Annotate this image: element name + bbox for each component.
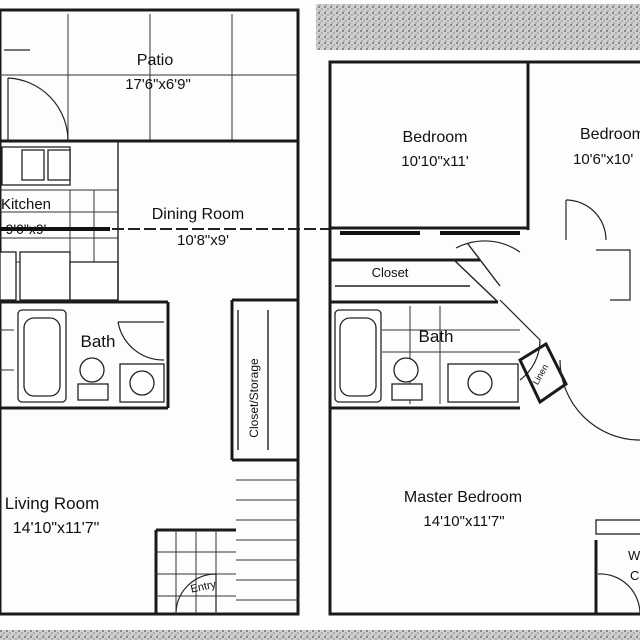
dining-room-size: 10'8"x9' [177,232,229,249]
walk-in-closet-label-2: C [630,568,639,583]
walk-in-closet-label-1: W [628,548,640,563]
bedroom-1-size: 10'10"x11' [401,153,469,170]
exterior-ground-texture-bottom [0,630,640,640]
second-floor [328,60,640,616]
entry-label: Entry [190,578,218,595]
first-floor-outer-wall [0,8,300,616]
kitchen-area [0,146,119,301]
patio-label: Patio [137,52,174,69]
patio-door-swing [7,77,69,142]
bedroom-1-label: Bedroom [403,129,468,146]
entry-door-swing [175,573,217,613]
kitchen-size: 9'0"x9' [6,221,47,237]
living-room-size: 14'10"x11'7" [13,520,100,537]
stairs [232,458,298,601]
bath-1 [0,300,170,410]
entry-tile [154,528,236,614]
exterior-ground-texture [316,4,640,50]
patio-pavers [0,14,298,140]
closet-row [330,243,501,304]
linen-label: Linen [531,362,551,386]
bath-1-label: Bath [81,332,116,351]
bedroom-2-size: 10'6"x10' [573,151,633,168]
dining-room-label: Dining Room [152,206,244,223]
bath-2-label: Bath [419,327,454,346]
second-floor-outer-wall [328,60,640,616]
living-room-label: Living Room [5,494,100,513]
linen-closet [518,341,568,405]
closet-label: Closet [372,265,409,280]
bath-2 [330,299,541,410]
kitchen-label: Kitchen [1,196,51,213]
master-bedroom-size: 14'10"x11'7" [423,513,504,530]
patio-size: 17'6"x6'9" [125,76,191,93]
toilet [79,357,105,383]
master-bedroom-label: Master Bedroom [404,489,522,506]
walk-in-closet [594,519,640,614]
closet-storage-label: Closet/Storage [247,358,261,438]
bedroom-2-label: Bedroom [580,126,640,143]
toilet-2 [393,357,419,383]
closet-storage [230,298,298,460]
first-floor [0,8,330,616]
